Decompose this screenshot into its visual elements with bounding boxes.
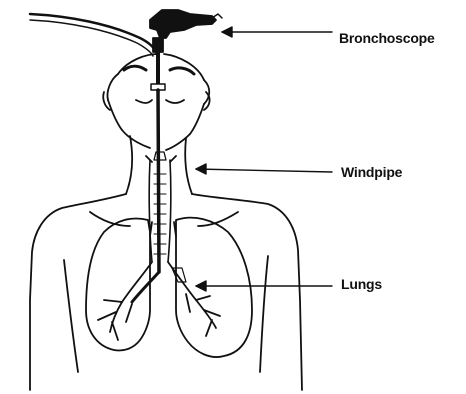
arrow-bronchoscope xyxy=(222,27,332,37)
label-bronchoscope: Bronchoscope xyxy=(339,30,435,46)
bronchoscope-icon xyxy=(150,10,222,90)
bronchoscope-cable xyxy=(30,14,157,56)
bronchi-icon xyxy=(98,262,220,340)
arrow-lungs xyxy=(196,281,332,291)
label-windpipe: Windpipe xyxy=(341,164,402,180)
torso-outline xyxy=(30,194,302,390)
windpipe-icon xyxy=(149,90,171,272)
label-lungs: Lungs xyxy=(341,276,382,292)
arrow-windpipe xyxy=(196,164,332,174)
